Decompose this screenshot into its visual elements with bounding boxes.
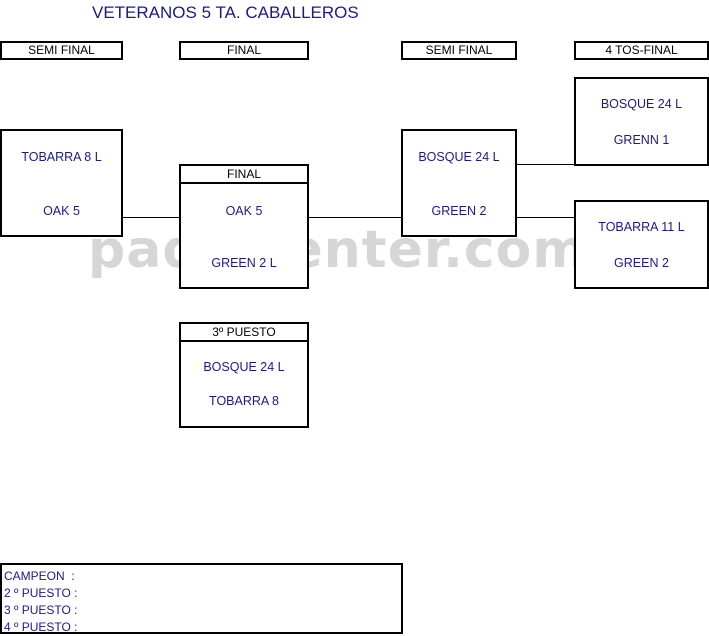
connector-line-left — [123, 217, 180, 218]
match-label: FINAL — [181, 166, 307, 184]
result-second-place: 2 º PUESTO : — [4, 586, 78, 600]
team-name: TOBARRA 8 — [209, 394, 279, 408]
match-final: FINAL OAK 5 GREEN 2 L — [179, 164, 309, 289]
team-name: TOBARRA 8 L — [21, 150, 102, 164]
match-semi-final-right: BOSQUE 24 L GREEN 2 — [401, 129, 517, 237]
team-name: GREEN 2 — [614, 256, 669, 270]
result-fourth-place: 4 º PUESTO : — [4, 620, 78, 634]
result-third-place: 3 º PUESTO : — [4, 603, 78, 617]
page-title: VETERANOS 5 TA. CABALLEROS — [92, 3, 359, 22]
results-panel: CAMPEON : 2 º PUESTO : 3 º PUESTO : 4 º … — [0, 563, 403, 634]
team-name: GREEN 2 L — [211, 256, 277, 270]
round-header-semi-final-left: SEMI FINAL — [0, 41, 123, 60]
connector-line-quarter-1 — [516, 164, 575, 165]
connector-line-quarter-2 — [516, 217, 575, 218]
round-header-final: FINAL — [179, 41, 309, 60]
team-name: OAK 5 — [43, 204, 80, 218]
match-third-place: 3º PUESTO BOSQUE 24 L TOBARRA 8 — [179, 322, 309, 428]
team-name: BOSQUE 24 L — [418, 150, 500, 164]
connector-line-final-right — [308, 217, 402, 218]
team-name: TOBARRA 11 L — [598, 220, 685, 234]
round-header-semi-final-right: SEMI FINAL — [401, 41, 517, 60]
match-quarter-final-2: TOBARRA 11 L GREEN 2 — [574, 200, 709, 289]
team-name: GRENN 1 — [613, 133, 670, 147]
round-header-quarter-final: 4 TOS-FINAL — [574, 41, 709, 60]
result-champion: CAMPEON : — [4, 569, 75, 583]
match-label: 3º PUESTO — [181, 324, 307, 342]
match-semi-final-left: TOBARRA 8 L OAK 5 — [0, 129, 123, 237]
team-name: BOSQUE 24 L — [600, 97, 683, 111]
team-name: OAK 5 — [225, 204, 263, 218]
team-name: BOSQUE 24 L — [203, 360, 285, 374]
match-quarter-final-1: BOSQUE 24 L GRENN 1 — [574, 77, 709, 166]
team-name: GREEN 2 — [431, 204, 487, 218]
